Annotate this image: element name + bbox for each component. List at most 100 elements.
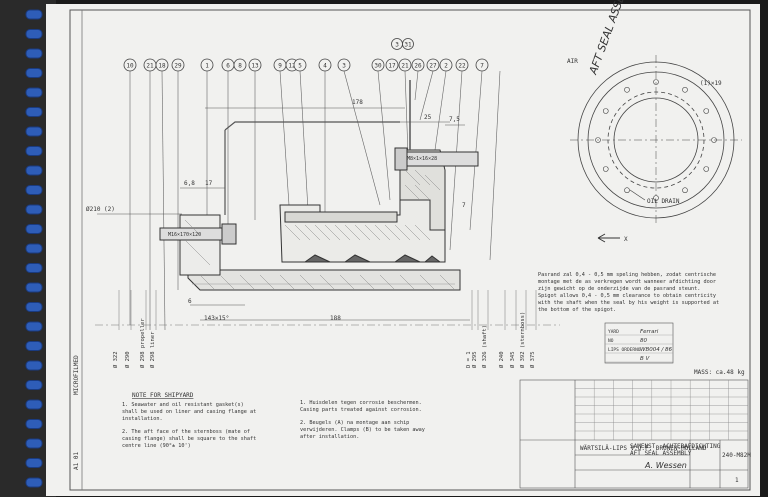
binding-ring [25, 68, 43, 78]
balloon: 29 [171, 58, 185, 72]
bolt-hole [703, 108, 710, 114]
dim-178: 178 [352, 99, 363, 106]
info-value: 80 [640, 338, 647, 344]
dim-6: 6 [188, 298, 192, 305]
note-text: 1. Huisdelen tegen corrosie beschermen.C… [300, 400, 422, 413]
balloon-label: 26 [414, 63, 422, 70]
balloon: 17 [385, 58, 399, 72]
balloon: 27 [426, 58, 440, 72]
signature: A. Wessen [644, 461, 687, 470]
note-text: Spigot allows 0,4 - 0,5 mm clearance to … [538, 293, 719, 313]
spigot-note-dutch: Pasrand zal 0,4 - 0,5 mm speling hebben,… [538, 272, 716, 292]
balloon-label: 4 [323, 63, 327, 70]
mass-label: MASS: ca.48 kg [694, 369, 745, 376]
balloon-label: 3 [395, 42, 399, 49]
bolt-hole [595, 137, 601, 143]
drawing-title-nl: SAMENST. ACHTERAFDICHTING [630, 443, 721, 450]
balloon-label: 12 [288, 63, 296, 70]
binding-ring [25, 399, 43, 410]
balloon: 21 [143, 58, 157, 72]
bolt-hole [624, 187, 630, 194]
binding-ring [25, 243, 43, 254]
vertical-dim-label: Ø 326 (shaft) [481, 325, 488, 368]
balloon: 13 [248, 58, 262, 72]
oil-drain-label: OIL DRAIN [647, 198, 680, 205]
corrosion-notes: 1. Huisdelen tegen corrosie beschermen.C… [300, 400, 425, 440]
balloon-label: 10 [126, 63, 134, 70]
binding-ring [25, 419, 43, 429]
drawing-number: 240-M82M [722, 452, 751, 459]
balloon-label: 21 [401, 63, 409, 70]
binding-ring [25, 126, 43, 137]
balloon-upper-pair: 3 31 [391, 38, 414, 50]
info-box [604, 322, 674, 364]
bolt-hole [682, 187, 688, 194]
balloon-label: 29 [174, 63, 182, 70]
balloon: 31 [402, 38, 414, 50]
dim-188: 188 [330, 315, 341, 322]
binding-ring [25, 263, 43, 273]
balloon-label: 27 [429, 63, 437, 70]
binding-ring [25, 477, 43, 488]
info-value: Ferrari [640, 329, 659, 335]
sheet-number: 1 [735, 477, 739, 484]
view-arrow-label: X [624, 236, 628, 243]
binding-ring [25, 438, 43, 449]
balloon: 18 [155, 58, 169, 72]
binding-ring [25, 341, 43, 351]
balloon-label: 9 [278, 63, 282, 70]
vertical-dim-label: Ø 392 (sternboss) [519, 312, 526, 368]
binding-ring [25, 48, 43, 59]
binding-rings [25, 9, 43, 488]
binding-ring [25, 185, 43, 195]
balloon: 30 [371, 58, 385, 72]
balloon: 21 [398, 58, 412, 72]
balloon: 2 [439, 58, 453, 72]
seal-cross-section [159, 80, 479, 291]
drawing-title-en: AFT SEAL ASSEMBLY [630, 450, 692, 457]
info-value: WB004 / 86 [640, 347, 673, 353]
vertical-dim-label: Ø 240 [498, 351, 505, 368]
binding-ring [25, 87, 43, 98]
binding-ring [25, 360, 43, 371]
vertical-dim-label: Ø 298 liner [149, 331, 156, 368]
binding-ring [25, 107, 43, 117]
balloon: 10 [123, 58, 137, 72]
bolt-hole [703, 166, 710, 172]
balloon-label: 7 [480, 63, 484, 70]
balloon-label: 31 [404, 42, 412, 49]
title-block-grid [575, 380, 748, 440]
balloon-label: 8 [238, 63, 242, 70]
balloon-label: 6 [226, 63, 230, 70]
binding-ring [25, 224, 43, 234]
dim-7: 7 [462, 202, 466, 209]
dim-25: 25 [424, 114, 432, 121]
balloon-label: 30 [374, 63, 382, 70]
air-label: AIR [567, 58, 578, 65]
oil-drain-leader [629, 189, 646, 201]
balloon-label: 2 [444, 63, 448, 70]
bolt-hole [602, 166, 609, 172]
bolt-hole [653, 79, 659, 85]
vertical-dim-label: Ø 298 propeller [139, 318, 146, 368]
title-block [519, 379, 749, 489]
dim-m8: M8×1×16×28 [407, 156, 437, 162]
side-code: A1 01 [73, 452, 80, 470]
binding-ring [25, 380, 43, 390]
binding-ring [25, 146, 43, 156]
vertical-dim-label: Ø 345 [509, 351, 516, 368]
balloon: 1 [200, 58, 214, 72]
balloon: 9 [273, 58, 287, 72]
binding-ring [25, 165, 43, 176]
bolt-hole [653, 195, 659, 201]
balloon-label: 3 [342, 63, 346, 70]
balloon-label: 5 [298, 63, 302, 70]
balloon-label: 13 [251, 63, 259, 70]
binding-ring [25, 9, 43, 20]
dim-17: 17 [205, 180, 213, 187]
vertical-dim-label: Ø 295 [471, 351, 478, 368]
balloon: 6 [221, 58, 235, 72]
